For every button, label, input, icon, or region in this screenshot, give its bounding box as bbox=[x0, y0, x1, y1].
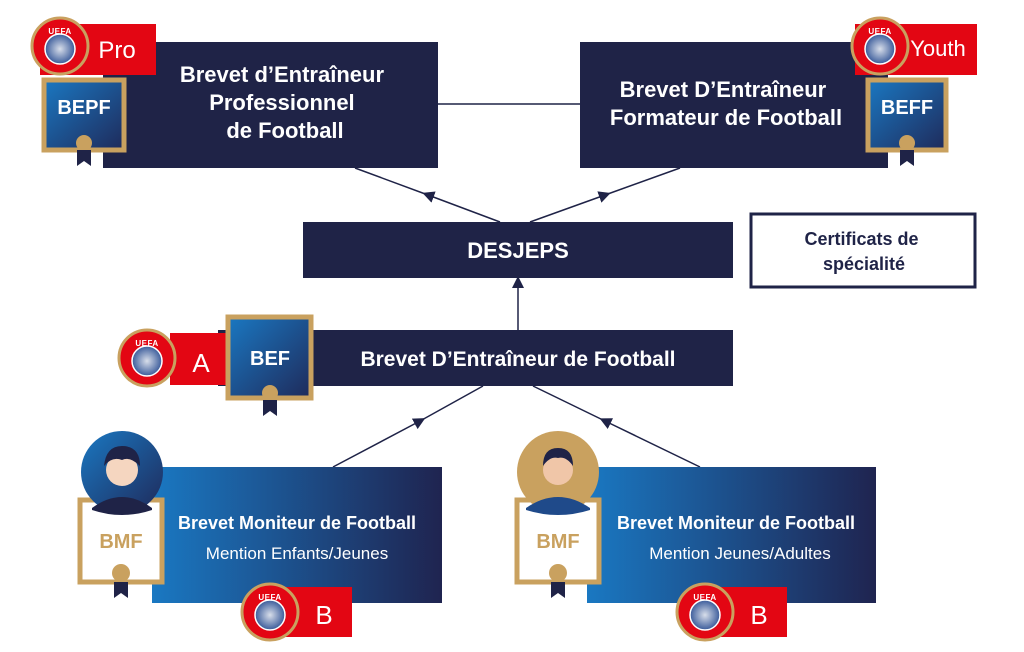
bmf-enfants-node: Brevet Moniteur de Football Mention Enfa… bbox=[77, 431, 442, 642]
uefa-logo-text: UEFA bbox=[135, 339, 158, 348]
arrow-desjeps-to-bepf bbox=[354, 167, 501, 223]
ribbon-icon bbox=[114, 582, 128, 598]
badge-label: BMF bbox=[99, 531, 142, 553]
bmf-subtitle: Mention Jeunes/Adultes bbox=[649, 544, 830, 563]
arrow-desjeps-to-beff bbox=[529, 167, 681, 223]
uefa-logo-text: UEFA bbox=[693, 593, 716, 602]
ribbon-icon bbox=[77, 150, 91, 166]
certificats-node: Certificats de spécialité bbox=[749, 212, 977, 289]
level-label: B bbox=[315, 600, 332, 630]
bmf-title: Brevet Moniteur de Football bbox=[617, 513, 855, 533]
level-label: Pro bbox=[98, 37, 135, 64]
bepf-title: Brevet d’Entraîneur Professionnel de Foo… bbox=[180, 62, 390, 143]
level-label: Youth bbox=[910, 36, 965, 61]
bmf-subtitle: Mention Enfants/Jeunes bbox=[206, 544, 388, 563]
beff-title: Brevet D’Entraîneur Formateur de Footbal… bbox=[610, 77, 842, 130]
arrow-bmf-left-to-bef bbox=[332, 385, 484, 468]
badge-label: BEPF bbox=[57, 97, 110, 119]
ribbon-icon bbox=[263, 400, 277, 416]
level-tag bbox=[170, 333, 226, 385]
level-label: A bbox=[192, 348, 210, 378]
beff-node: Brevet D’Entraîneur Formateur de Footbal… bbox=[580, 16, 977, 168]
level-label: B bbox=[750, 600, 767, 630]
certificats-label: Certificats de spécialité bbox=[804, 229, 923, 274]
connectors bbox=[332, 103, 701, 468]
bmf-title: Brevet Moniteur de Football bbox=[178, 513, 416, 533]
ribbon-icon bbox=[551, 582, 565, 598]
uefa-logo-text: UEFA bbox=[48, 27, 71, 36]
bef-node: Brevet D’Entraîneur de Football A BEF UE… bbox=[117, 314, 733, 416]
bepf-node: Brevet d’Entraîneur Professionnel de Foo… bbox=[30, 16, 438, 168]
avatar-adult-icon bbox=[517, 431, 599, 515]
desjeps-node: DESJEPS bbox=[303, 222, 733, 278]
badge-label: BEF bbox=[250, 348, 290, 370]
arrow-bmf-right-to-bef bbox=[532, 385, 701, 468]
badge-label: BMF bbox=[536, 531, 579, 553]
desjeps-label: DESJEPS bbox=[467, 238, 569, 263]
avatar-child-icon bbox=[81, 431, 163, 515]
badge-label: BEFF bbox=[881, 97, 933, 119]
uefa-logo-text: UEFA bbox=[868, 27, 891, 36]
bef-label: Brevet D’Entraîneur de Football bbox=[360, 348, 675, 371]
bmf-adultes-node: Brevet Moniteur de Football Mention Jeun… bbox=[514, 431, 876, 642]
uefa-logo-text: UEFA bbox=[258, 593, 281, 602]
ribbon-icon bbox=[900, 150, 914, 166]
